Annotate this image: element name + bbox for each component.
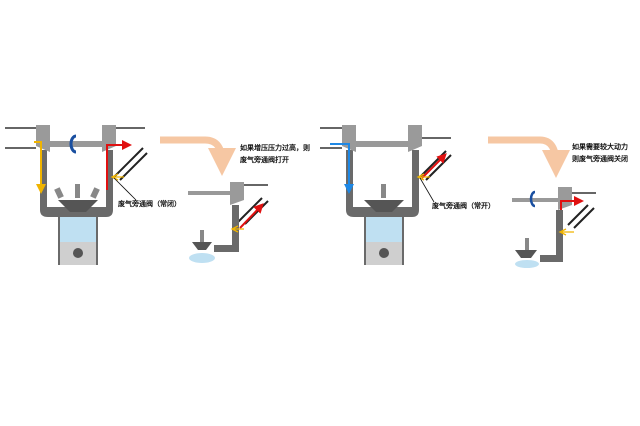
piston-pin xyxy=(73,248,83,258)
spark-plug xyxy=(381,184,386,198)
shaft-rotation-icon xyxy=(69,134,77,154)
spark-plug xyxy=(200,230,204,242)
left-condition-line1: 如果增压压力过高，则 xyxy=(240,144,310,152)
right-valve-label: 废气旁通阀（常开） xyxy=(432,202,495,210)
cylinder-head xyxy=(58,200,98,212)
left-engine-assembly xyxy=(5,125,148,265)
shaft-rotation-icon xyxy=(529,190,536,208)
cylinder-head xyxy=(364,200,404,212)
wastegate-channel xyxy=(573,207,595,229)
wastegate-valve-icon xyxy=(110,173,124,181)
intake-flow-arrow xyxy=(330,143,354,194)
turbo-shaft xyxy=(50,141,102,147)
cylinder-head xyxy=(192,242,212,250)
exhaust-manifold xyxy=(214,205,239,252)
compressor-housing xyxy=(342,125,356,152)
wastegate-valve-icon xyxy=(230,225,244,233)
wastegate-channel xyxy=(425,154,452,181)
transition-arrow xyxy=(488,136,570,178)
wastegate-valve-icon xyxy=(558,228,574,236)
spark-plug xyxy=(525,238,529,250)
left-detail-wastegate-open xyxy=(188,182,269,263)
exhaust-flow-arrow xyxy=(106,140,132,190)
exhaust-manifold xyxy=(540,210,563,262)
turbo-shaft xyxy=(356,141,408,147)
spark-plug xyxy=(75,184,80,198)
exhaust-flow-arrow xyxy=(239,203,264,229)
wastegate-valve-icon xyxy=(416,173,430,181)
turbine-housing xyxy=(230,182,244,205)
cylinder xyxy=(60,217,96,242)
cylinder xyxy=(366,217,402,242)
turbine-housing xyxy=(102,125,116,152)
exhaust-flow-arrow xyxy=(421,153,447,179)
piston-pin xyxy=(379,248,389,258)
valve xyxy=(54,187,64,199)
right-condition-line1: 如果需要较大动力 xyxy=(572,143,628,151)
valve-leader-line xyxy=(419,177,435,203)
turbine-housing xyxy=(408,125,422,152)
wastegate-channel xyxy=(119,152,148,181)
intake-flow-arrow xyxy=(34,141,46,194)
left-valve-label: 废气旁通阀（常闭） xyxy=(118,200,181,208)
cylinder-head xyxy=(515,250,537,258)
wastegate-channel xyxy=(567,204,589,226)
right-engine-assembly xyxy=(320,125,452,265)
cylinder xyxy=(515,260,539,268)
cylinder xyxy=(189,253,215,263)
wastegate-channel xyxy=(112,147,144,179)
right-detail-wastegate-closed xyxy=(512,187,596,268)
right-condition-line2: 则废气旁通阀关闭 xyxy=(572,155,628,163)
valve-leader-line xyxy=(113,177,137,201)
transition-arrow xyxy=(160,136,236,176)
valve xyxy=(90,187,100,199)
compressor-housing xyxy=(36,125,50,152)
wastegate-channel xyxy=(237,197,263,223)
left-condition-line2: 废气旁通阀打开 xyxy=(240,156,289,164)
